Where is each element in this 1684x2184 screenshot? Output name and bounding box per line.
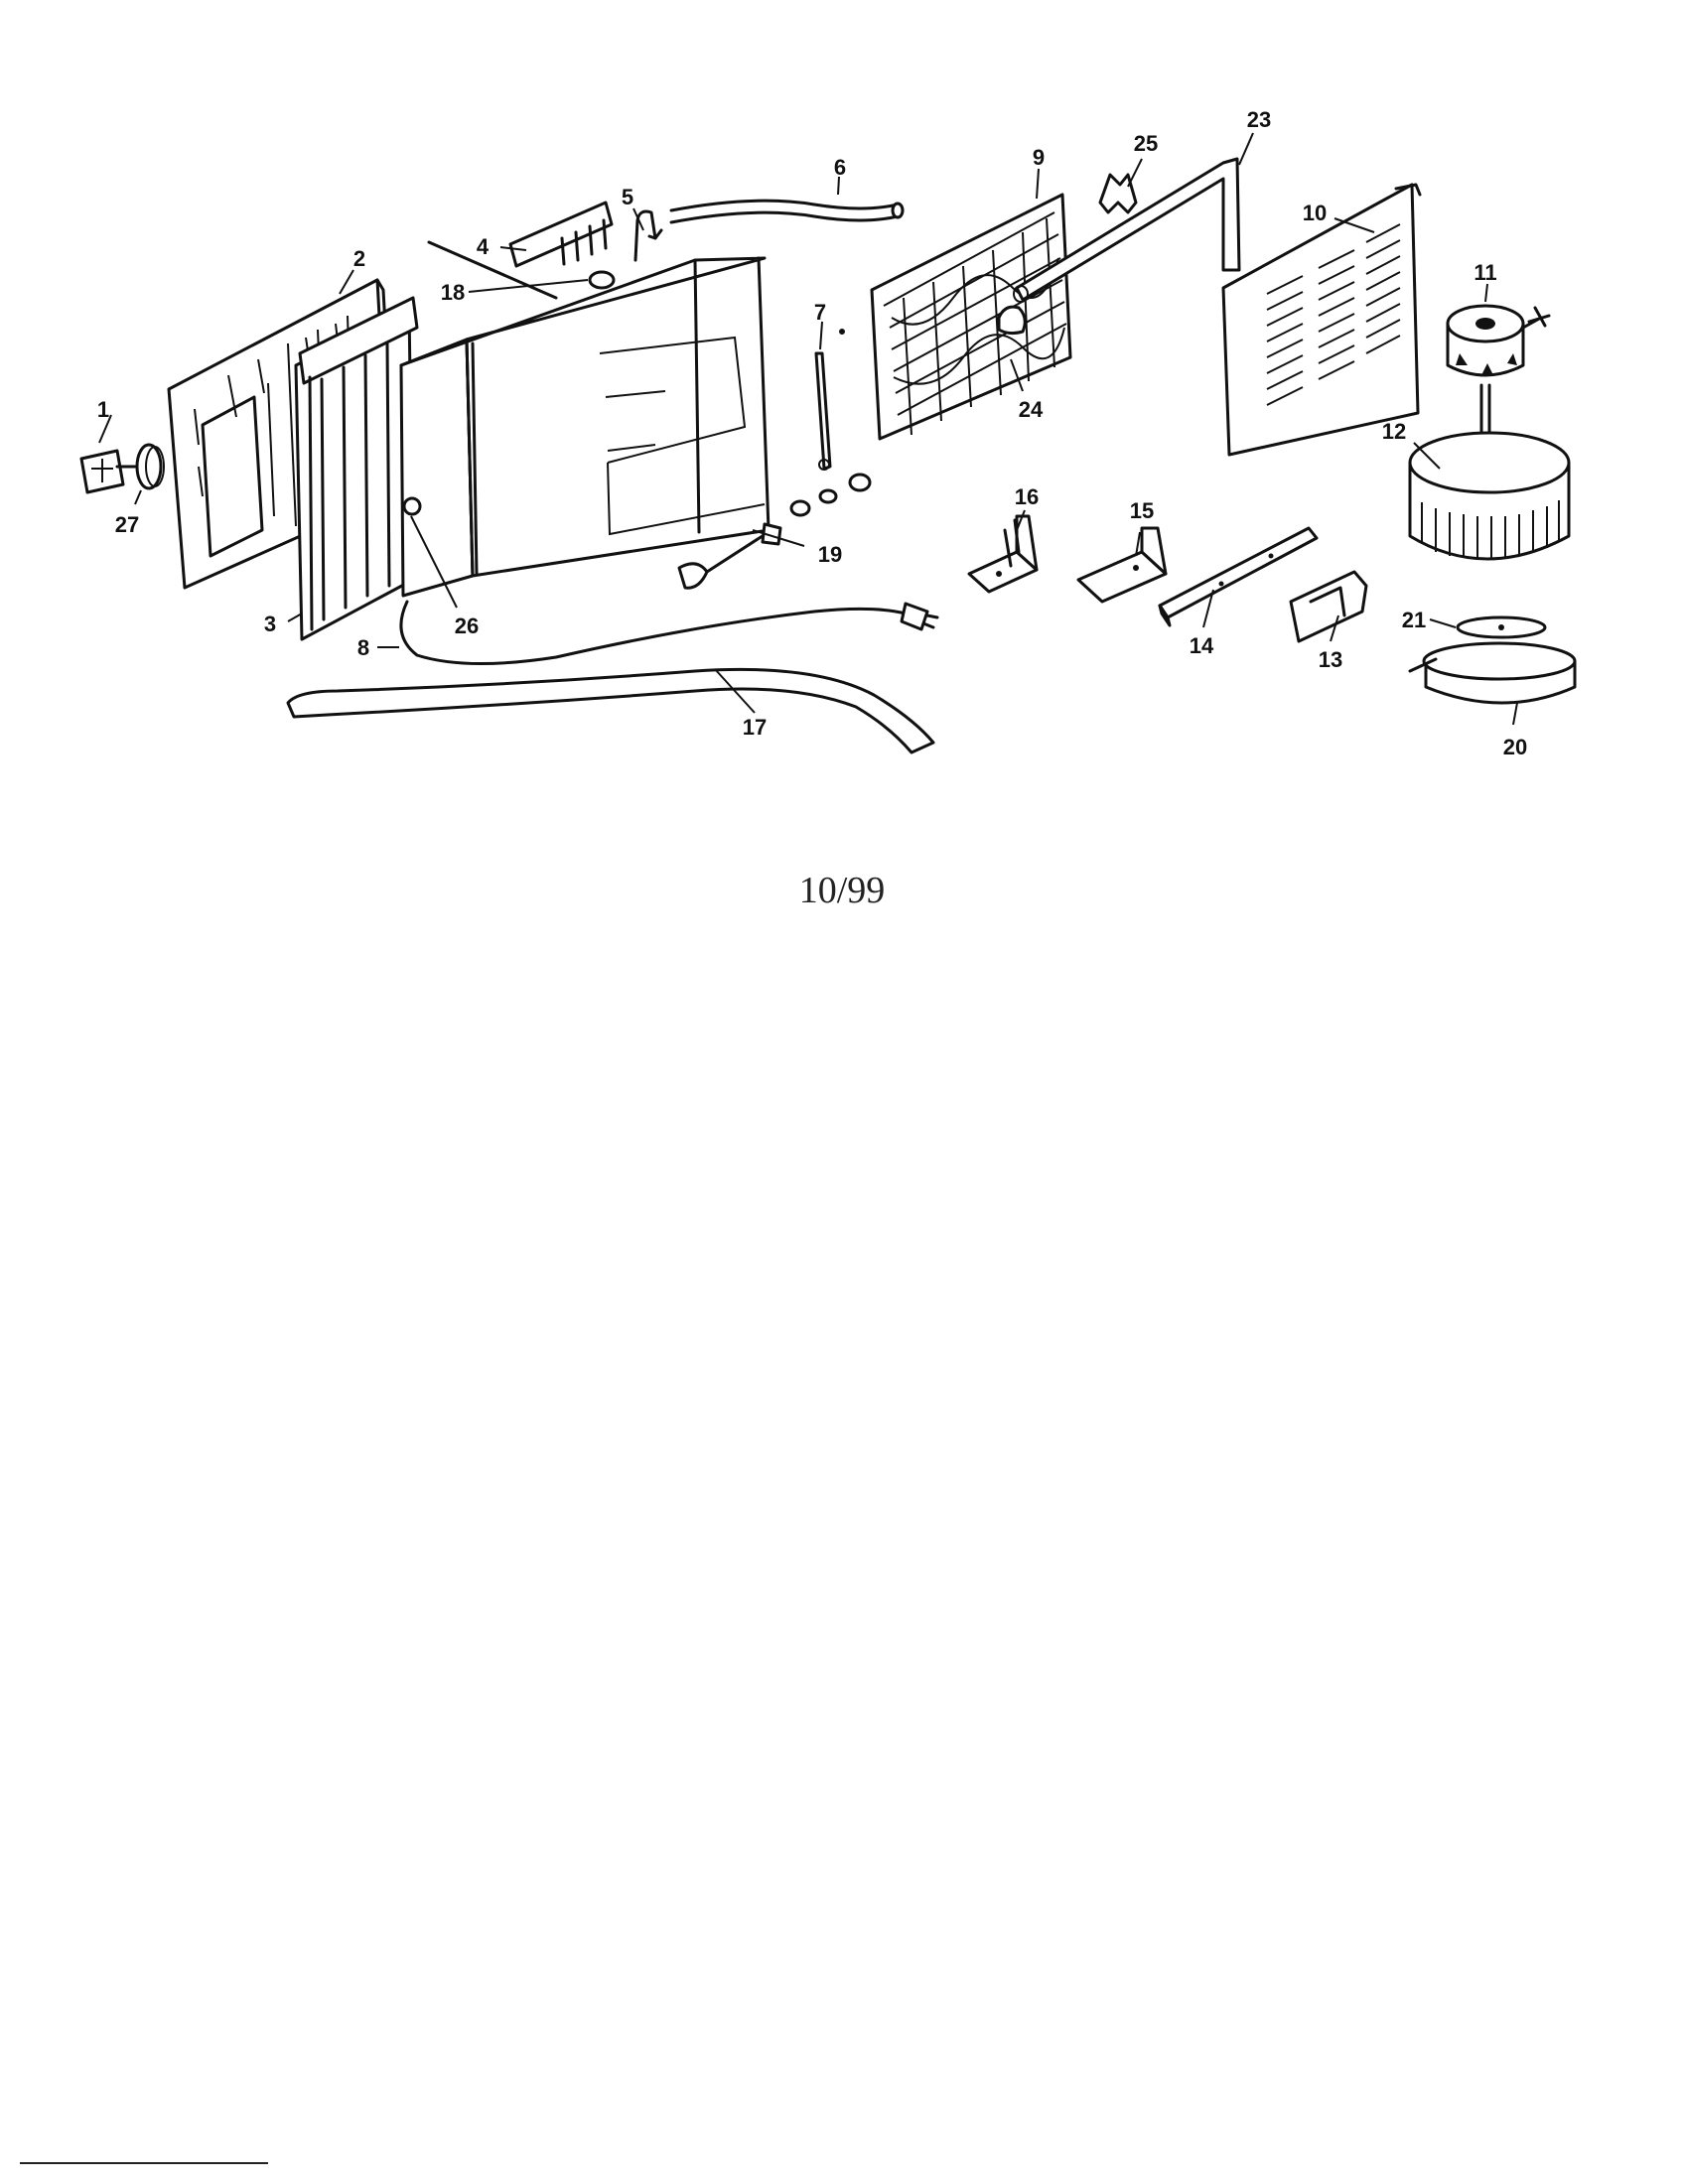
part-21-mounting-plate [1456, 615, 1547, 639]
callout-8: 8 [357, 635, 369, 660]
revision-date: 10/99 [798, 870, 886, 911]
part-27-bushing [135, 443, 165, 490]
callout-10: 10 [1303, 201, 1327, 225]
callout-21: 21 [1402, 608, 1426, 632]
part-25-clip [1098, 173, 1138, 214]
part-12-blower-wheel [1408, 431, 1571, 561]
part-26-hole-plug [402, 496, 422, 516]
exploded-parts-diagram: 1 2 3 4 5 6 7 8 9 10 11 12 13 14 15 16 1… [79, 107, 1577, 759]
part-10-rear-grille [1221, 183, 1422, 457]
callout-15: 15 [1130, 498, 1154, 523]
part-13-motor-bracket [1289, 570, 1368, 643]
part-3-louver-grille [294, 296, 419, 641]
callout-27: 27 [115, 512, 139, 537]
callout-14: 14 [1190, 633, 1214, 658]
callout-18: 18 [441, 280, 465, 305]
callout-17: 17 [743, 715, 767, 740]
part-8-power-cord [399, 600, 939, 665]
callout-labels: 1 2 3 4 5 6 7 8 9 10 11 12 13 14 15 16 1… [97, 107, 1527, 759]
part-19-switch-assembly [677, 473, 872, 590]
part-11-motor [1446, 304, 1551, 377]
part-23-water-tube [1013, 157, 1241, 303]
cabinet-wrapper [399, 240, 771, 598]
callout-3: 3 [264, 612, 276, 636]
part-14-support-rail [1158, 526, 1319, 627]
callout-20: 20 [1503, 735, 1527, 759]
callout-2: 2 [353, 246, 365, 271]
callout-5: 5 [622, 185, 633, 209]
callout-25: 25 [1134, 131, 1158, 156]
part-20-water-pan [1408, 641, 1577, 705]
callout-4: 4 [477, 234, 490, 259]
callout-19: 19 [818, 542, 842, 567]
part-7-rod [814, 329, 845, 471]
callout-12: 12 [1382, 419, 1406, 444]
part-6-drain-hose [669, 199, 905, 224]
callout-9: 9 [1033, 145, 1045, 170]
bottom-rule [20, 2162, 268, 2164]
callout-11: 11 [1474, 260, 1496, 285]
callout-1: 1 [97, 397, 109, 422]
part-9-filter-pad [870, 193, 1072, 441]
part-5-drain-hook [633, 209, 663, 262]
part-17-weather-seal [286, 667, 935, 754]
callout-16: 16 [1015, 484, 1039, 509]
part-24-float [997, 305, 1027, 336]
callout-6: 6 [834, 155, 846, 180]
part-4-top-bracket [508, 201, 614, 268]
callout-23: 23 [1247, 107, 1271, 132]
leader-lines [98, 132, 1518, 726]
part-18-fastener [588, 270, 616, 290]
part-15-bracket [1076, 526, 1168, 604]
callout-26: 26 [455, 614, 479, 638]
part-1-control-knob [79, 449, 137, 494]
callout-7: 7 [814, 300, 826, 325]
part-16-bracket [967, 514, 1039, 594]
callout-13: 13 [1319, 647, 1342, 672]
callout-24: 24 [1019, 397, 1044, 422]
